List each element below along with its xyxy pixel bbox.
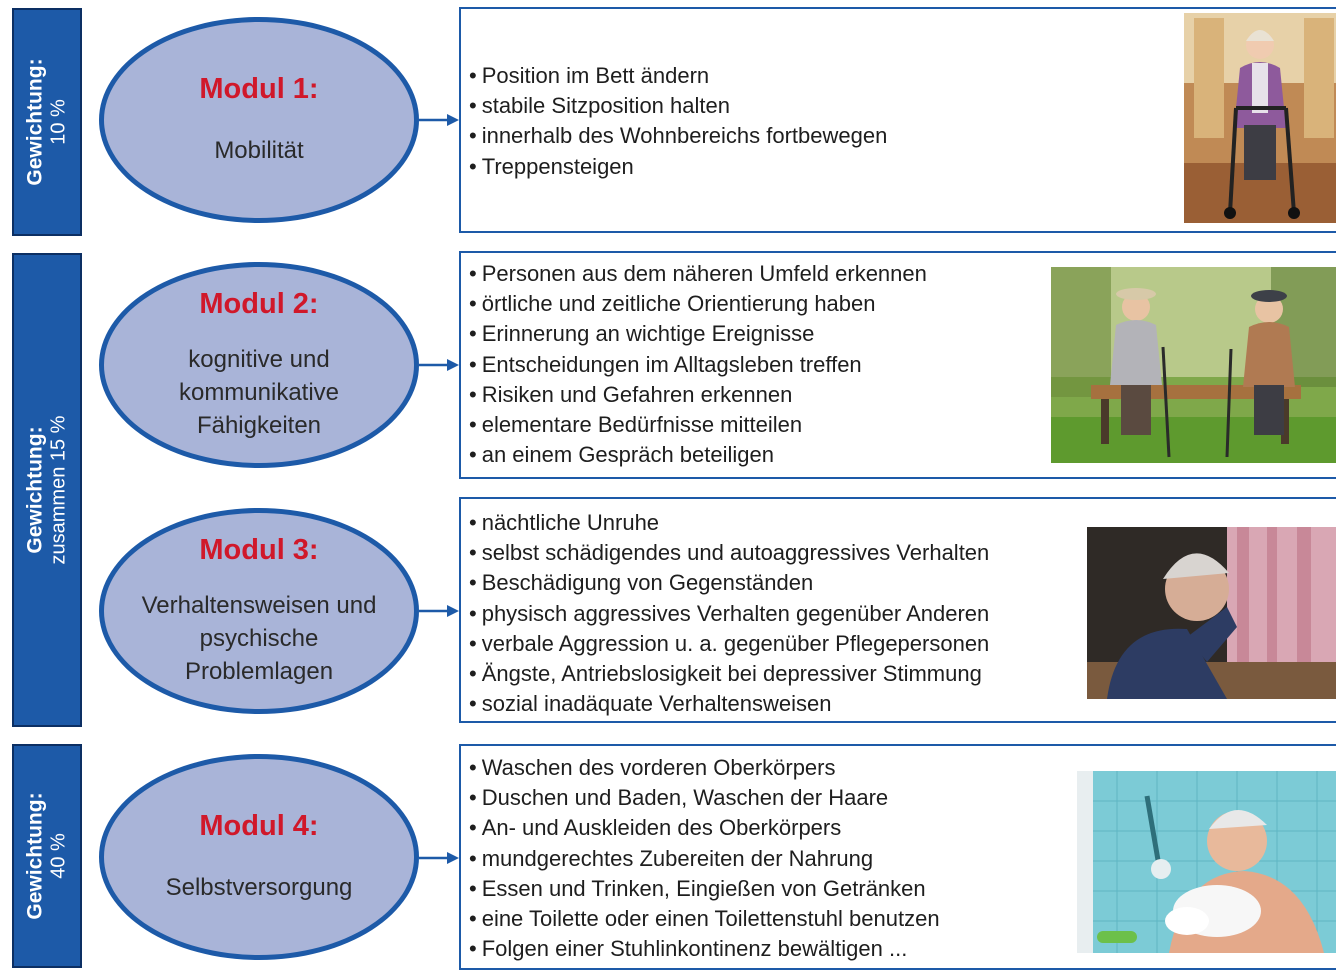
module-subtitle: kognitive und kommunikative Fähigkeiten (178, 345, 340, 440)
weight-title: Gewichtung: (23, 426, 47, 554)
weight-label: Gewichtung: zusammen 15 % (23, 416, 70, 565)
weight-bar-modules-2-3: Gewichtung: zusammen 15 % (12, 253, 82, 727)
module-3-ellipse: Modul 3: Verhaltensweisen und psychische… (99, 508, 419, 714)
weight-title: Gewichtung: (23, 58, 47, 186)
weight-value: 10 % (47, 99, 70, 145)
list-item: •Position im Bett ändern (469, 63, 710, 88)
arrow-right-icon (419, 605, 459, 617)
list-item: •innerhalb des Wohnbereichs fortbewegen (469, 123, 888, 149)
list-item: •örtliche und zeitliche Orientierung hab… (469, 291, 876, 317)
weight-label: Gewichtung: 10 % (23, 58, 70, 185)
list-item: •elementare Bedürfnisse mitteilen (469, 411, 803, 437)
weight-bar-module-1: Gewichtung: 10 % (12, 8, 82, 236)
list-item: •Risiken und Gefahren erkennen (469, 381, 793, 407)
criteria-list: •Waschen des vorderen Oberkörpers •Dusch… (469, 753, 940, 964)
list-item: •Personen aus dem näheren Umfeld erkenne… (469, 261, 927, 286)
list-item: •Folgen einer Stuhlinkontinenz bewältige… (469, 936, 908, 962)
list-item: •mundgerechtes Zubereiten der Nahrung (469, 845, 874, 871)
criteria-list: •Personen aus dem näheren Umfeld erkenne… (469, 259, 927, 470)
module-2-ellipse: Modul 2: kognitive und kommunikative Fäh… (99, 262, 419, 468)
list-item: •physisch aggressives Verhalten gegenübe… (469, 600, 990, 626)
list-item: •Entscheidungen im Alltagsleben treffen (469, 351, 862, 377)
list-item: •verbale Aggression u. a. gegenüber Pfle… (469, 630, 990, 656)
module-title: Modul 4: (199, 809, 319, 842)
list-item: •An- und Auskleiden des Oberkörpers (469, 815, 842, 841)
list-item: •stabile Sitzposition halten (469, 93, 730, 119)
arrow-right-icon (419, 114, 459, 126)
list-item: •Erinnerung an wichtige Ereignisse (469, 321, 815, 347)
module-title: Modul 1: (199, 72, 319, 105)
module-2-criteria-box: •Personen aus dem näheren Umfeld erkenne… (459, 251, 1336, 479)
criteria-list: •Position im Bett ändern •stabile Sitzpo… (469, 61, 887, 182)
module-1-criteria-box: •Position im Bett ändern •stabile Sitzpo… (459, 7, 1336, 233)
module-1-ellipse: Modul 1: Mobilität (99, 17, 419, 223)
weight-value: 40 % (47, 833, 70, 879)
arrow-right-icon (419, 852, 459, 864)
module-4-criteria-box: •Waschen des vorderen Oberkörpers •Dusch… (459, 744, 1336, 970)
weight-bar-module-4: Gewichtung: 40 % (12, 744, 82, 968)
photo-senior-woman-with-walker (1184, 13, 1336, 223)
list-item: •Waschen des vorderen Oberkörpers (469, 755, 836, 780)
photo-two-seniors-on-bench (1051, 267, 1336, 463)
module-3-criteria-box: •nächtliche Unruhe •selbst schädigendes … (459, 497, 1336, 723)
weight-title: Gewichtung: (23, 792, 47, 920)
photo-pensive-senior-woman (1087, 527, 1336, 699)
list-item: •Essen und Trinken, Eingießen von Geträn… (469, 875, 926, 901)
list-item: •Duschen und Baden, Waschen der Haare (469, 785, 889, 811)
weight-label: Gewichtung: 40 % (23, 792, 70, 919)
list-item: •Beschädigung von Gegenständen (469, 570, 814, 596)
list-item: •selbst schädigendes und autoaggressives… (469, 540, 990, 566)
arrow-right-icon (419, 359, 459, 371)
list-item: •an einem Gespräch beteiligen (469, 442, 774, 468)
list-item: •sozial inadäquate Verhaltensweisen (469, 691, 832, 717)
list-item: •Treppensteigen (469, 153, 634, 179)
module-subtitle: Mobilität (214, 136, 304, 164)
module-subtitle: Selbstversorgung (165, 873, 353, 901)
photo-senior-man-showering (1077, 771, 1336, 953)
module-title: Modul 3: (199, 533, 319, 566)
module-4-ellipse: Modul 4: Selbstversorgung (99, 754, 419, 960)
weight-value: zusammen 15 % (47, 415, 70, 565)
criteria-list: •nächtliche Unruhe •selbst schädigendes … (469, 508, 989, 719)
list-item: •nächtliche Unruhe (469, 510, 660, 535)
module-title: Modul 2: (199, 287, 319, 320)
module-subtitle: Verhaltensweisen und psychische Probleml… (141, 591, 377, 686)
list-item: •Ängste, Antriebslosigkeit bei depressiv… (469, 660, 982, 686)
list-item: •eine Toilette oder einen Toilettenstuhl… (469, 905, 940, 931)
